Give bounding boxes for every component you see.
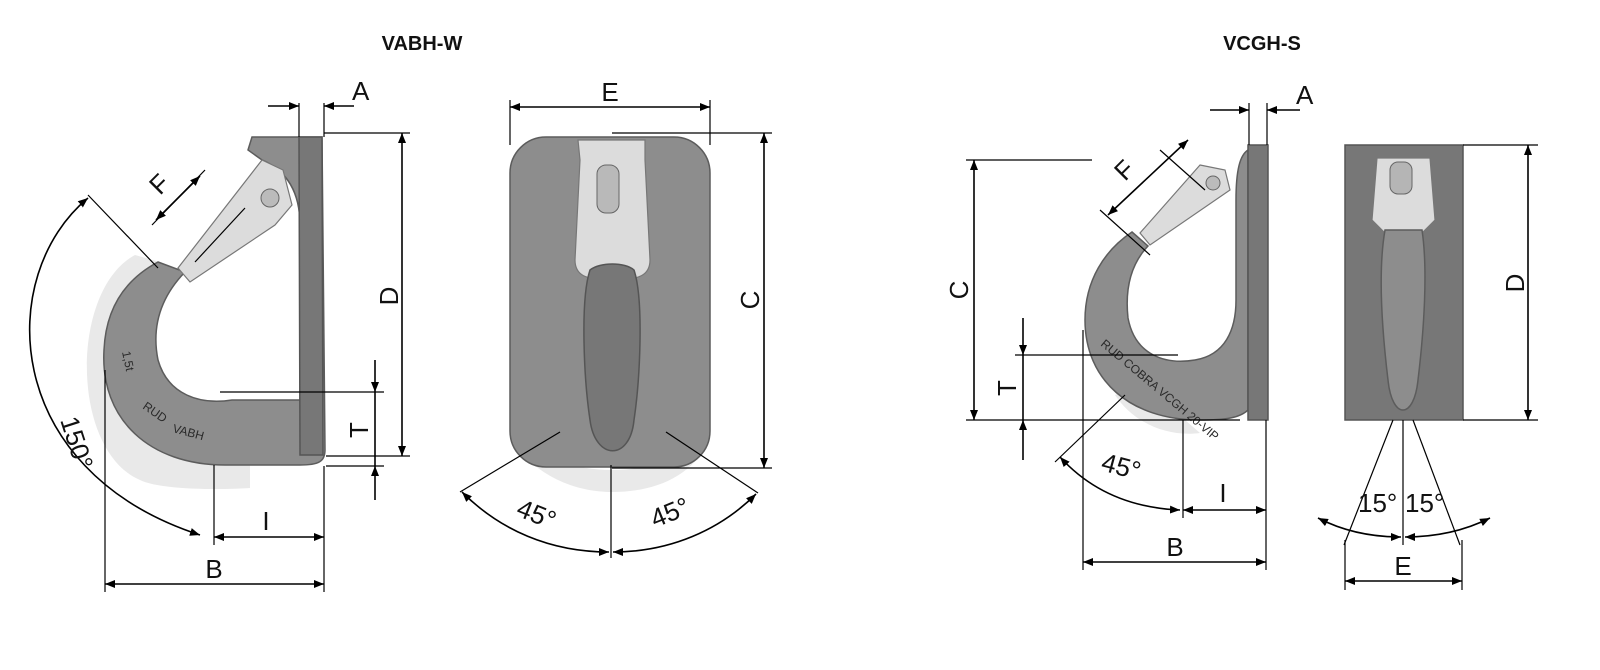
vcgh-side-plate	[1247, 144, 1269, 421]
vcgh-label-b: B	[1166, 532, 1183, 562]
vabh-angle-45-right: 45°	[646, 491, 694, 534]
vcgh-front-view: D 15° 15° E	[1317, 144, 1538, 590]
vabh-front-latch-slot	[596, 164, 620, 214]
vabh-front-view: E C 45° 45°	[459, 77, 772, 558]
vabh-label-i: I	[262, 506, 269, 536]
vabh-label-a: A	[352, 76, 370, 106]
vabh-side-shank	[298, 136, 324, 456]
vabh-side-body	[103, 136, 326, 466]
vcgh-angle-15-right: 15°	[1405, 488, 1444, 518]
vabh-label-e: E	[601, 77, 618, 107]
vcgh-front-hook-tip	[1380, 229, 1426, 411]
vcgh-side-view: RUD COBRA VCGH 20-VIP A C T F 45° I	[944, 80, 1314, 570]
vcgh-label-e: E	[1394, 551, 1411, 581]
vcgh-angle-15-left: 15°	[1358, 488, 1397, 518]
vcgh-label-d: D	[1500, 274, 1530, 293]
vcgh-label-a: A	[1296, 80, 1314, 110]
vcgh-front-latch-slot	[1389, 161, 1413, 195]
vcgh-label-t: T	[992, 380, 1022, 396]
title-vabh-w: VABH-W	[382, 33, 463, 55]
vabh-angle-45-left: 45°	[513, 493, 561, 536]
vcgh-label-c: C	[944, 281, 974, 300]
vabh-label-f: F	[143, 168, 175, 200]
vabh-label-t: T	[344, 422, 374, 438]
vabh-side-view: 1,5t RUD VABH A D T F 150° I	[28, 76, 410, 592]
vcgh-label-i: I	[1219, 478, 1226, 508]
vabh-front-hook-tip	[583, 263, 641, 452]
vcgh-angle-45: 45°	[1098, 447, 1144, 486]
title-vcgh-s: VCGH-S	[1223, 33, 1301, 55]
vabh-label-b: B	[205, 554, 222, 584]
vabh-latch-pin-icon	[260, 188, 280, 208]
vcgh-latch-pin-icon	[1205, 175, 1221, 191]
vcgh-side-shadow	[1115, 390, 1200, 434]
vcgh-side-body	[1084, 148, 1249, 421]
vabh-angle-150: 150°	[54, 413, 99, 473]
vcgh-label-f: F	[1108, 154, 1140, 186]
vabh-front-shadow	[510, 430, 710, 492]
vabh-latch	[177, 159, 293, 283]
vabh-label-d: D	[374, 287, 404, 306]
vabh-label-c: C	[735, 291, 765, 310]
